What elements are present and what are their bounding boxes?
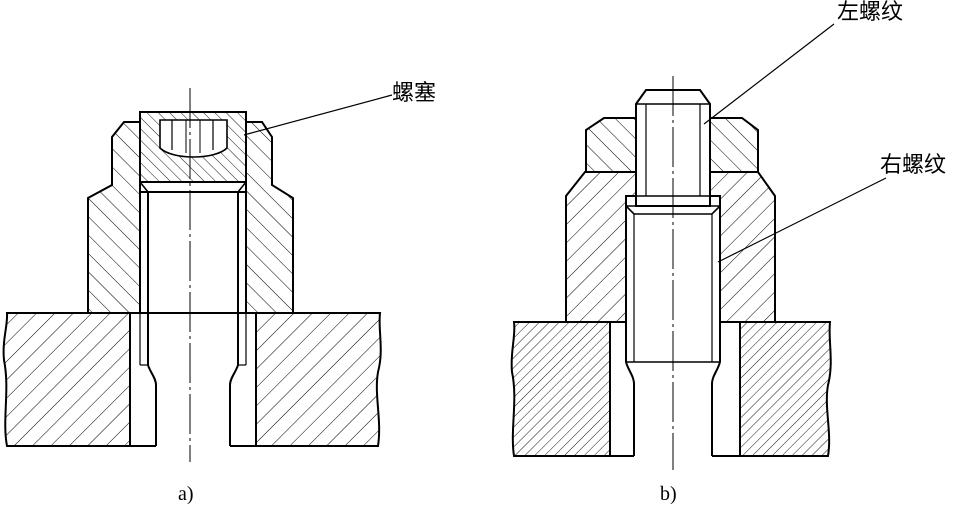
- caption-a: a): [178, 483, 194, 505]
- leader-plug: [243, 94, 393, 136]
- base-plate-left-b: [510, 321, 611, 457]
- bolt-shank-a: [130, 191, 256, 447]
- label-right-thread: 右螺纹: [880, 153, 947, 178]
- leader-right-thread: [717, 177, 887, 263]
- caption-b: b): [660, 483, 677, 505]
- figure-a: [2, 88, 393, 462]
- plug-a: [139, 111, 247, 193]
- base-plate-right-b: [739, 321, 832, 457]
- label-left-thread: 左螺纹: [837, 0, 904, 25]
- base-plate-left-a: [2, 312, 131, 447]
- upper-lock-nut-b: [585, 117, 759, 173]
- label-plug: 螺塞: [392, 81, 437, 106]
- nut-body-left-a: [87, 121, 141, 314]
- base-plate-right-a: [255, 312, 382, 447]
- lower-nut-left-b: [565, 171, 639, 323]
- leader-left-thread: [703, 23, 835, 125]
- lower-stud-b: [609, 205, 741, 457]
- figure-b: [510, 23, 887, 470]
- nut-body-right-a: [245, 121, 294, 314]
